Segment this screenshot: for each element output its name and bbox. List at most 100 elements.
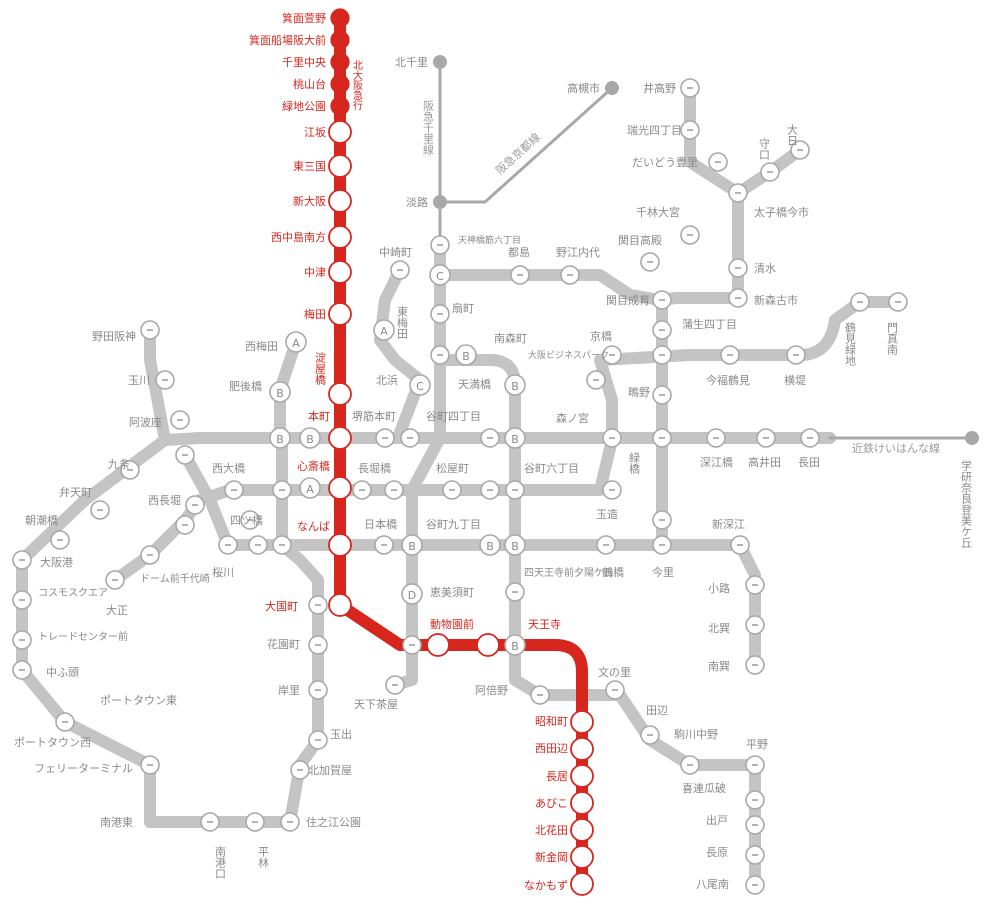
station-label[interactable]: コスモスクエア (38, 587, 108, 599)
station-label[interactable]: 千林大宮 (636, 205, 680, 219)
station-marker[interactable] (504, 634, 526, 656)
station-marker[interactable] (328, 120, 352, 144)
station-label[interactable]: 守口 (758, 137, 771, 160)
station-label[interactable]: 鴫野 (628, 385, 650, 399)
station-label[interactable]: 大国町 (265, 599, 298, 613)
station-label[interactable]: 新深江 (712, 517, 745, 531)
station-label[interactable]: 新大阪 (293, 194, 326, 208)
station-marker[interactable] (570, 791, 594, 815)
station-label[interactable]: 玉川 (128, 374, 150, 387)
station-marker[interactable] (328, 260, 352, 284)
station-label[interactable]: なかもず (524, 879, 568, 892)
station-marker[interactable] (285, 331, 307, 353)
station-label[interactable]: 清水 (754, 262, 776, 275)
station-label[interactable]: 関目高殿 (618, 233, 662, 247)
station-label[interactable]: 大正 (106, 603, 128, 617)
station-marker[interactable] (328, 225, 352, 249)
station-marker[interactable] (401, 534, 423, 556)
station-label[interactable]: 昭和町 (535, 715, 568, 728)
station-label[interactable]: 緑地公園 (282, 99, 326, 113)
station-label[interactable]: 太子橋今市 (754, 205, 809, 219)
station-label[interactable]: 大阪ビジネスパーク (528, 349, 609, 361)
station-marker[interactable] (328, 533, 352, 557)
station-label[interactable]: 谷町六丁目 (524, 462, 579, 475)
station-marker[interactable] (269, 427, 291, 449)
station-label[interactable]: 中津 (304, 266, 326, 279)
station-marker[interactable] (476, 633, 500, 657)
station-label[interactable]: フェリーターミナル (34, 762, 133, 775)
station-label[interactable]: 花園町 (267, 638, 300, 651)
station-marker[interactable] (479, 534, 501, 556)
station-marker[interactable] (570, 845, 594, 869)
station-label[interactable]: 天満橋 (458, 377, 491, 391)
station-label[interactable]: 四ツ橋 (230, 513, 263, 527)
station-label[interactable]: 平林 (257, 846, 270, 868)
station-label[interactable]: 蒲生四丁目 (682, 317, 737, 331)
station-label[interactable]: 堺筋本町 (352, 409, 396, 423)
station-label[interactable]: 新森古市 (754, 293, 798, 307)
station-label[interactable]: 野江内代 (556, 245, 600, 259)
station-label[interactable]: 動物園前 (430, 617, 474, 631)
station-label[interactable]: 西田辺 (535, 742, 568, 755)
station-label[interactable]: 長居 (546, 770, 568, 783)
station-label[interactable]: 北千里 (395, 56, 428, 69)
station-label[interactable]: 阿倍野 (475, 683, 508, 697)
station-marker[interactable] (401, 583, 423, 605)
station-label[interactable]: 箕面萱野 (282, 11, 326, 25)
station-marker[interactable] (504, 374, 526, 396)
station-label[interactable]: 肥後橋 (229, 379, 262, 393)
station-label[interactable]: 西大橋 (212, 461, 245, 475)
station-marker[interactable] (330, 30, 350, 50)
station-label[interactable]: 東梅田 (396, 306, 409, 339)
station-marker[interactable] (455, 344, 477, 366)
station-label[interactable]: 北花田 (535, 824, 568, 837)
station-label[interactable]: 本町 (308, 409, 330, 423)
station-label[interactable]: 鶴見緑地 (844, 321, 857, 366)
station-label[interactable]: 横堤 (784, 373, 806, 387)
station-label[interactable]: 田辺 (646, 704, 668, 717)
station-label[interactable]: 天下茶屋 (354, 698, 398, 711)
station-label[interactable]: 箕面船場阪大前 (249, 33, 326, 47)
station-label[interactable]: 梅田 (304, 307, 326, 321)
station-marker[interactable] (330, 74, 350, 94)
station-label[interactable]: だいどう豊里 (632, 156, 698, 169)
station-label[interactable]: 岸里 (278, 684, 300, 697)
station-label[interactable]: ポートタウン西 (14, 736, 91, 749)
station-marker[interactable] (570, 872, 594, 896)
station-marker[interactable] (328, 476, 352, 500)
station-label[interactable]: 今福鶴見 (706, 373, 750, 387)
station-marker[interactable] (328, 189, 352, 213)
station-label[interactable]: 深江橋 (700, 455, 733, 469)
station-marker[interactable] (330, 52, 350, 72)
station-label[interactable]: 出戸 (706, 813, 728, 827)
station-label[interactable]: 朝潮橋 (25, 513, 58, 527)
station-marker[interactable] (299, 477, 321, 499)
station-label[interactable]: 江坂 (304, 126, 326, 139)
station-marker[interactable] (570, 818, 594, 842)
station-label[interactable]: 西中島南方 (271, 230, 326, 244)
station-label[interactable]: 井高野 (643, 81, 676, 95)
station-label[interactable]: 淡路 (406, 196, 428, 209)
station-label[interactable]: 喜連瓜破 (682, 781, 726, 795)
station-label[interactable]: 大阪港 (40, 555, 73, 569)
station-label[interactable]: 長原 (706, 846, 728, 859)
station-label[interactable]: 弁天町 (59, 485, 92, 499)
station-marker[interactable] (409, 374, 431, 396)
station-marker[interactable] (328, 382, 352, 406)
station-label[interactable]: 住之江公園 (306, 815, 361, 829)
station-label[interactable]: 文の里 (598, 665, 631, 679)
station-label[interactable]: 玉造 (596, 507, 618, 521)
station-label[interactable]: 南巽 (708, 660, 730, 673)
station-marker[interactable] (570, 710, 594, 734)
station-label[interactable]: 駒川中野 (674, 728, 718, 741)
station-label[interactable]: 千里中央 (282, 56, 326, 69)
station-marker[interactable] (504, 427, 526, 449)
station-label[interactable]: 京橋 (590, 329, 612, 343)
station-marker[interactable] (570, 737, 594, 761)
station-label[interactable]: なんば (297, 520, 330, 533)
station-label[interactable]: 新金岡 (535, 850, 568, 864)
station-label[interactable]: 東三国 (293, 160, 326, 173)
station-label[interactable]: 桃山台 (293, 77, 326, 91)
station-marker[interactable] (269, 381, 291, 403)
station-label[interactable]: 扇町 (452, 301, 474, 315)
